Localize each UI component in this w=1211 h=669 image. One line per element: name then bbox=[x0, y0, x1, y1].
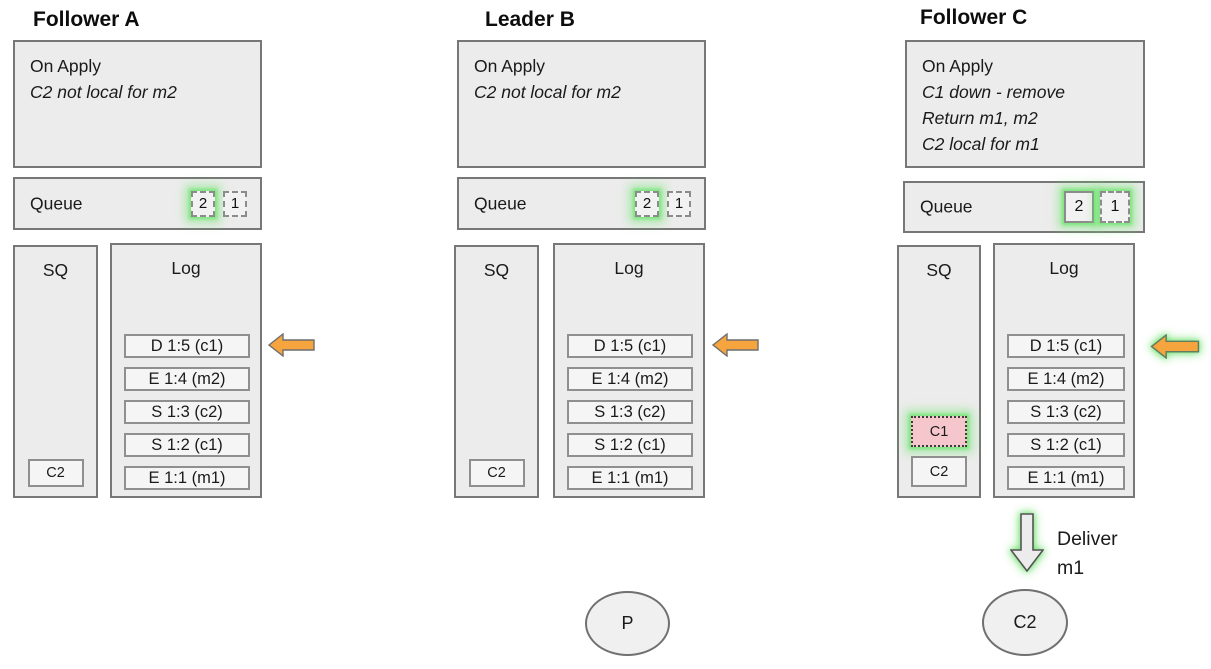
sq-items: C2 bbox=[15, 459, 96, 487]
queue-items: 2 1 bbox=[191, 190, 247, 217]
deliver-arrow-icon bbox=[1010, 513, 1044, 572]
log-entry: S 1:3 (c2) bbox=[1007, 400, 1125, 424]
queue-items: 2 1 bbox=[635, 190, 691, 217]
queue-item-1: 1 bbox=[1100, 191, 1130, 223]
sq-box: SQ C1 C2 bbox=[897, 245, 981, 498]
consumer-c2-label: C2 bbox=[1013, 612, 1037, 632]
on-apply-box: On Apply C2 not local for m2 bbox=[13, 40, 262, 168]
log-entry: S 1:2 (c1) bbox=[124, 433, 250, 457]
apply-pointer-arrow-icon bbox=[712, 333, 759, 357]
log-box: Log D 1:5 (c1) E 1:4 (m2) S 1:3 (c2) S 1… bbox=[553, 243, 705, 498]
queue-item-2: 2 bbox=[191, 190, 215, 217]
log-entry: D 1:5 (c1) bbox=[124, 334, 250, 358]
sq-items: C2 bbox=[456, 459, 537, 487]
sq-item-c2: C2 bbox=[911, 456, 967, 487]
queue-label: Queue bbox=[474, 193, 527, 213]
queue-box: Queue 2 1 bbox=[903, 181, 1145, 233]
sq-label: SQ bbox=[42, 260, 69, 280]
log-entry: E 1:1 (m1) bbox=[124, 466, 250, 490]
log-label: Log bbox=[171, 258, 201, 278]
sq-label: SQ bbox=[926, 260, 952, 280]
on-apply-note: C2 not local for m2 bbox=[474, 82, 621, 102]
deliver-label-line2: m1 bbox=[1057, 557, 1085, 579]
on-apply-note: C2 local for m1 bbox=[922, 134, 1040, 154]
on-apply-box: On Apply C2 not local for m2 bbox=[457, 40, 706, 168]
on-apply-label: On Apply bbox=[922, 56, 994, 76]
sq-label: SQ bbox=[483, 260, 510, 280]
queue-box: Queue 2 1 bbox=[457, 177, 706, 230]
queue-label: Queue bbox=[30, 193, 83, 213]
log-entry: E 1:4 (m2) bbox=[124, 367, 250, 391]
queue-items: 2 1 bbox=[1064, 191, 1130, 223]
log-entry: D 1:5 (c1) bbox=[567, 334, 693, 358]
on-apply-note: Return m1, m2 bbox=[922, 108, 1038, 128]
consumer-c2-ellipse: C2 bbox=[982, 589, 1068, 656]
log-entry: S 1:3 (c2) bbox=[567, 400, 693, 424]
queue-item-1: 1 bbox=[667, 190, 691, 217]
on-apply-note: C2 not local for m2 bbox=[30, 82, 177, 102]
log-label: Log bbox=[1049, 258, 1079, 278]
log-entry: E 1:4 (m2) bbox=[567, 367, 693, 391]
queue-item-2: 2 bbox=[1064, 191, 1094, 223]
log-entry: D 1:5 (c1) bbox=[1007, 334, 1125, 358]
log-entry: E 1:1 (m1) bbox=[1007, 466, 1125, 490]
log-box: Log D 1:5 (c1) E 1:4 (m2) S 1:3 (c2) S 1… bbox=[110, 243, 262, 498]
log-entry: S 1:2 (c1) bbox=[567, 433, 693, 457]
deliver-label-line1: Deliver bbox=[1057, 528, 1118, 550]
node-title: Follower A bbox=[33, 8, 140, 31]
sq-box: SQ C2 bbox=[454, 245, 539, 498]
log-label: Log bbox=[614, 258, 644, 278]
log-entries: D 1:5 (c1) E 1:4 (m2) S 1:3 (c2) S 1:2 (… bbox=[1007, 334, 1125, 490]
log-box: Log D 1:5 (c1) E 1:4 (m2) S 1:3 (c2) S 1… bbox=[993, 243, 1135, 498]
on-apply-label: On Apply bbox=[474, 56, 546, 76]
on-apply-note: C1 down - remove bbox=[922, 82, 1065, 102]
apply-pointer-arrow-icon bbox=[268, 333, 315, 357]
sq-item-c2: C2 bbox=[468, 459, 525, 487]
deliver-label: Deliver m1 bbox=[1057, 525, 1118, 583]
log-entries: D 1:5 (c1) E 1:4 (m2) S 1:3 (c2) S 1:2 (… bbox=[567, 334, 693, 490]
producer-p-ellipse: P bbox=[585, 591, 670, 656]
log-entry: S 1:2 (c1) bbox=[1007, 433, 1125, 457]
queue-label: Queue bbox=[920, 196, 973, 217]
node-title: Follower C bbox=[920, 6, 1028, 29]
log-entries: D 1:5 (c1) E 1:4 (m2) S 1:3 (c2) S 1:2 (… bbox=[124, 334, 250, 490]
apply-pointer-arrow-icon bbox=[1150, 334, 1200, 359]
queue-item-2: 2 bbox=[635, 190, 659, 217]
sq-items: C1 C2 bbox=[899, 416, 979, 487]
log-entry: E 1:4 (m2) bbox=[1007, 367, 1125, 391]
log-entry: E 1:1 (m1) bbox=[567, 466, 693, 490]
sq-box: SQ C2 bbox=[13, 245, 98, 498]
on-apply-label: On Apply bbox=[30, 56, 102, 76]
node-title: Leader B bbox=[485, 8, 575, 31]
producer-p-label: P bbox=[621, 613, 634, 633]
sq-item-c2: C2 bbox=[27, 459, 84, 487]
on-apply-box: On Apply C1 down - remove Return m1, m2 … bbox=[905, 40, 1145, 168]
log-entry: S 1:3 (c2) bbox=[124, 400, 250, 424]
queue-box: Queue 2 1 bbox=[13, 177, 262, 230]
queue-item-1: 1 bbox=[223, 190, 247, 217]
sq-item-c1-removed: C1 bbox=[911, 416, 967, 447]
